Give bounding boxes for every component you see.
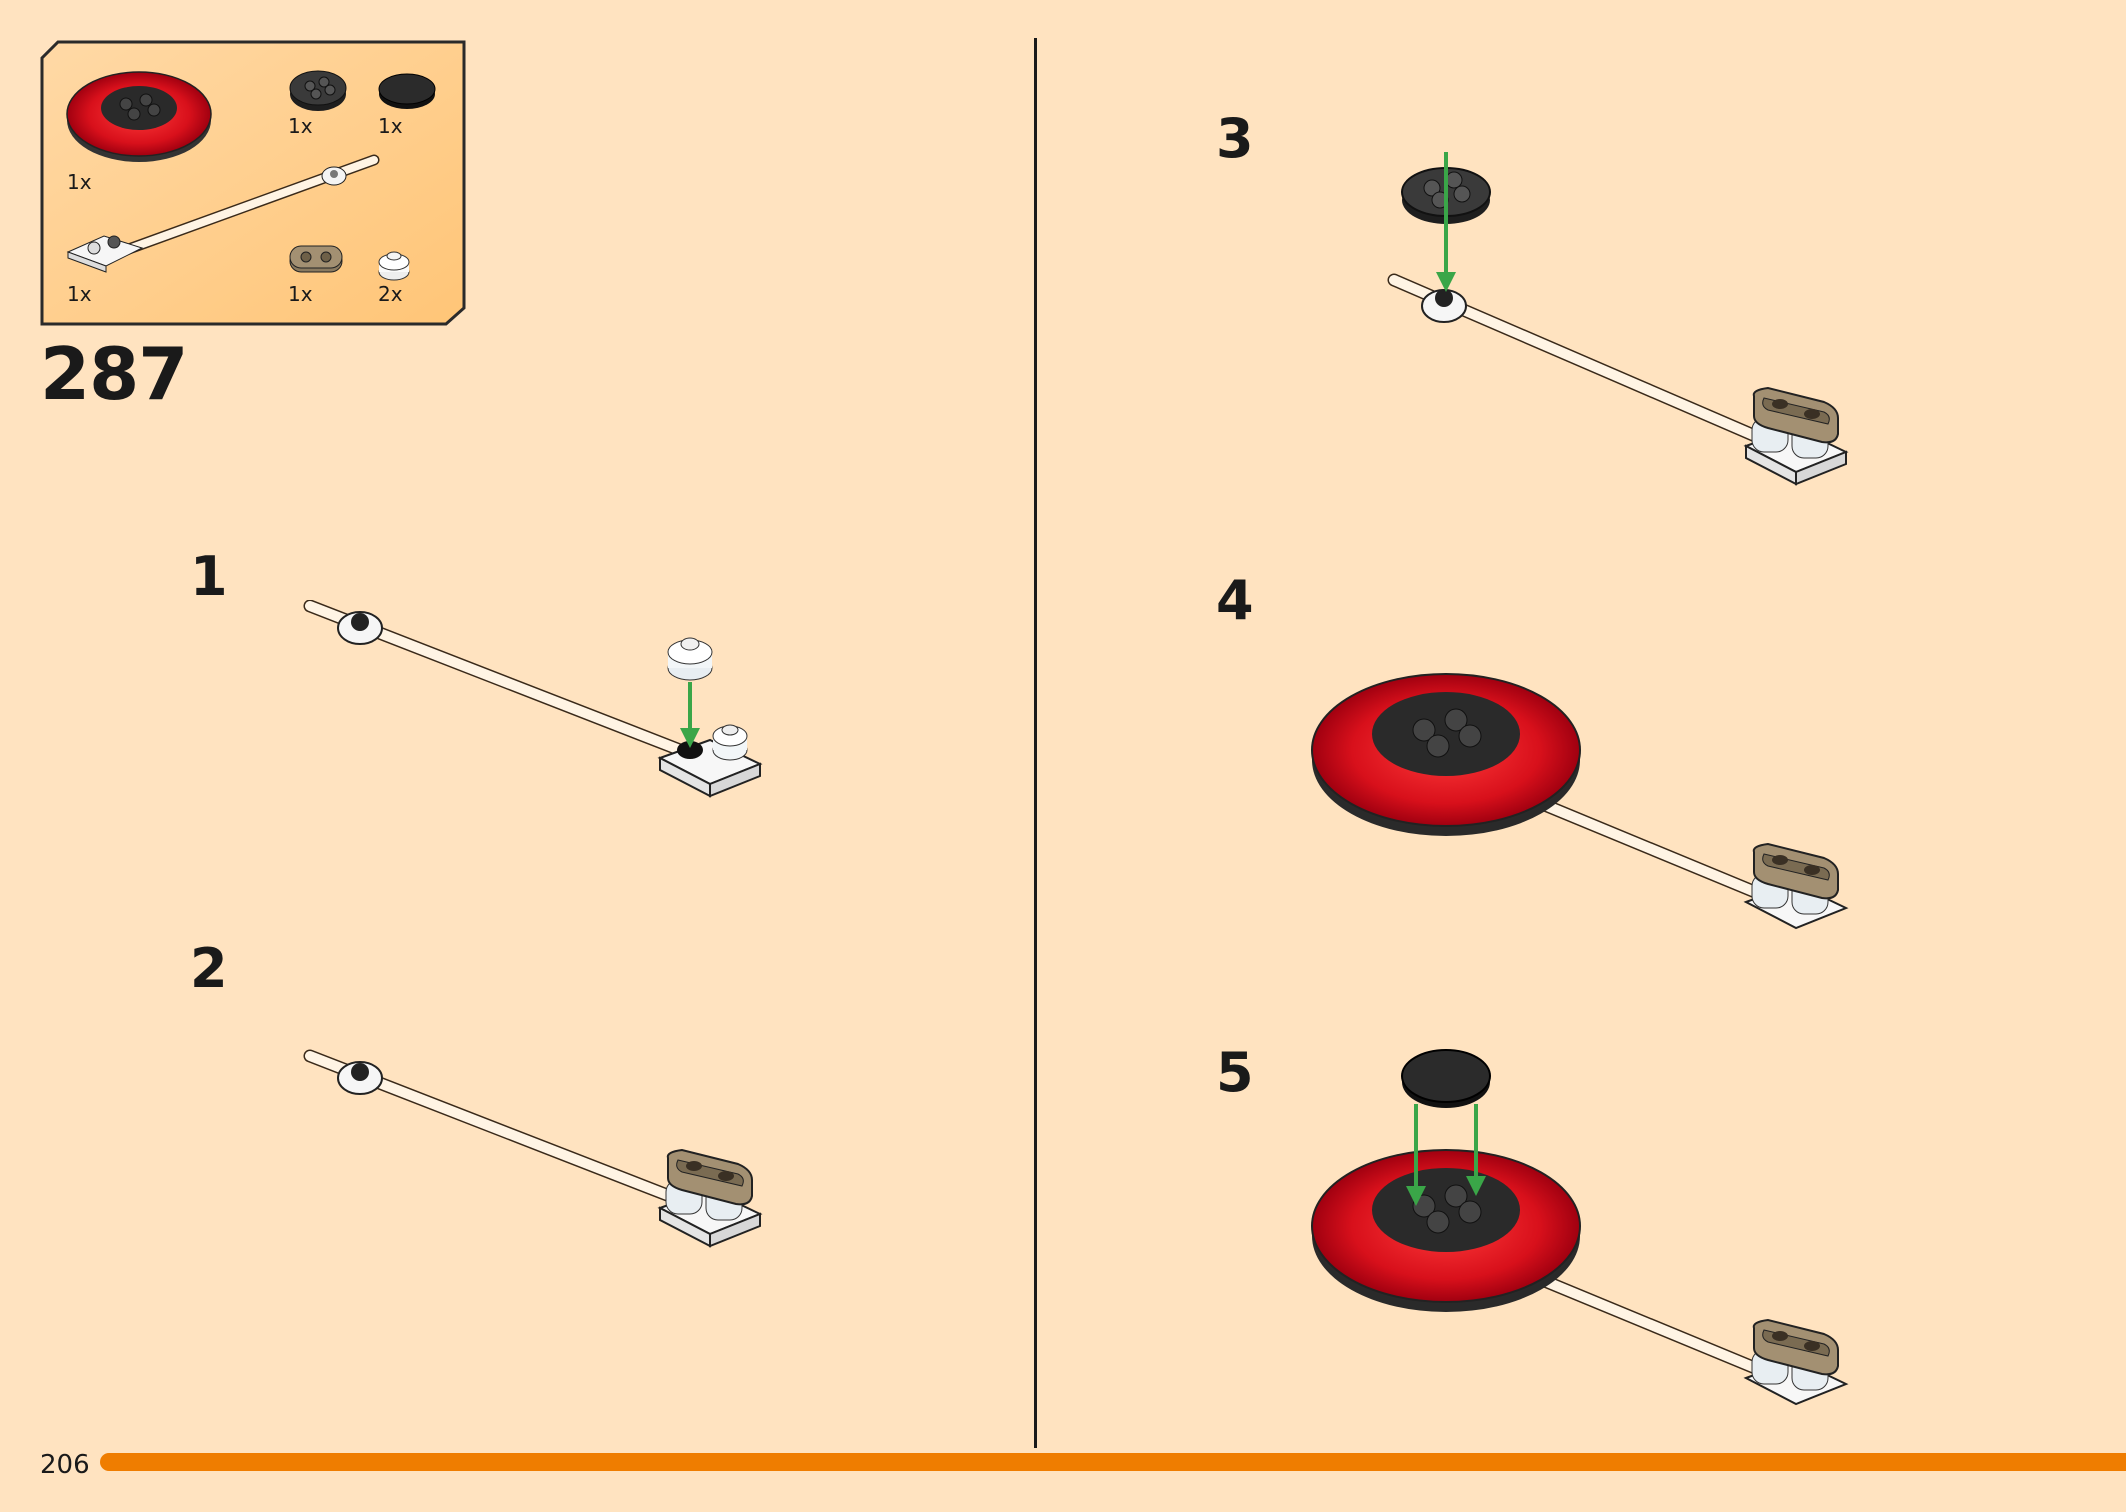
step-5-illustration <box>1311 1049 1849 1406</box>
qty-tan-plate: 1x <box>288 282 313 306</box>
qty-red-dish: 1x <box>67 170 92 194</box>
tan-plate-part <box>289 245 343 273</box>
page-number: 206 <box>40 1450 90 1480</box>
dark-round-plate-part <box>289 70 347 111</box>
step-2-number: 2 <box>190 937 228 1000</box>
qty-bar-with-clip: 1x <box>67 282 92 306</box>
step-3-illustration <box>1387 152 1849 486</box>
step-4-number: 4 <box>1216 569 1254 632</box>
qty-dark-round-plate: 1x <box>288 114 313 138</box>
step-1-number: 1 <box>190 545 228 608</box>
bar-with-clip-part <box>66 154 380 273</box>
step-3-number: 3 <box>1216 107 1254 170</box>
red-dish-part <box>66 71 212 162</box>
parts-list-box: 1x 1x 1x 1x 1x 2x <box>40 40 466 326</box>
main-step-number: 287 <box>40 332 188 416</box>
step-5-number: 5 <box>1216 1041 1254 1104</box>
step-4-illustration <box>1311 673 1849 930</box>
step-1-illustration <box>303 600 763 798</box>
qty-white-round-cone: 2x <box>378 282 403 306</box>
dark-round-tile-part <box>378 73 436 109</box>
qty-dark-round-tile: 1x <box>378 114 403 138</box>
step-2-illustration <box>303 1049 763 1248</box>
white-round-cone-part <box>378 251 410 281</box>
page-divider <box>1034 38 1037 1448</box>
page-progress-bar <box>100 1453 2126 1471</box>
